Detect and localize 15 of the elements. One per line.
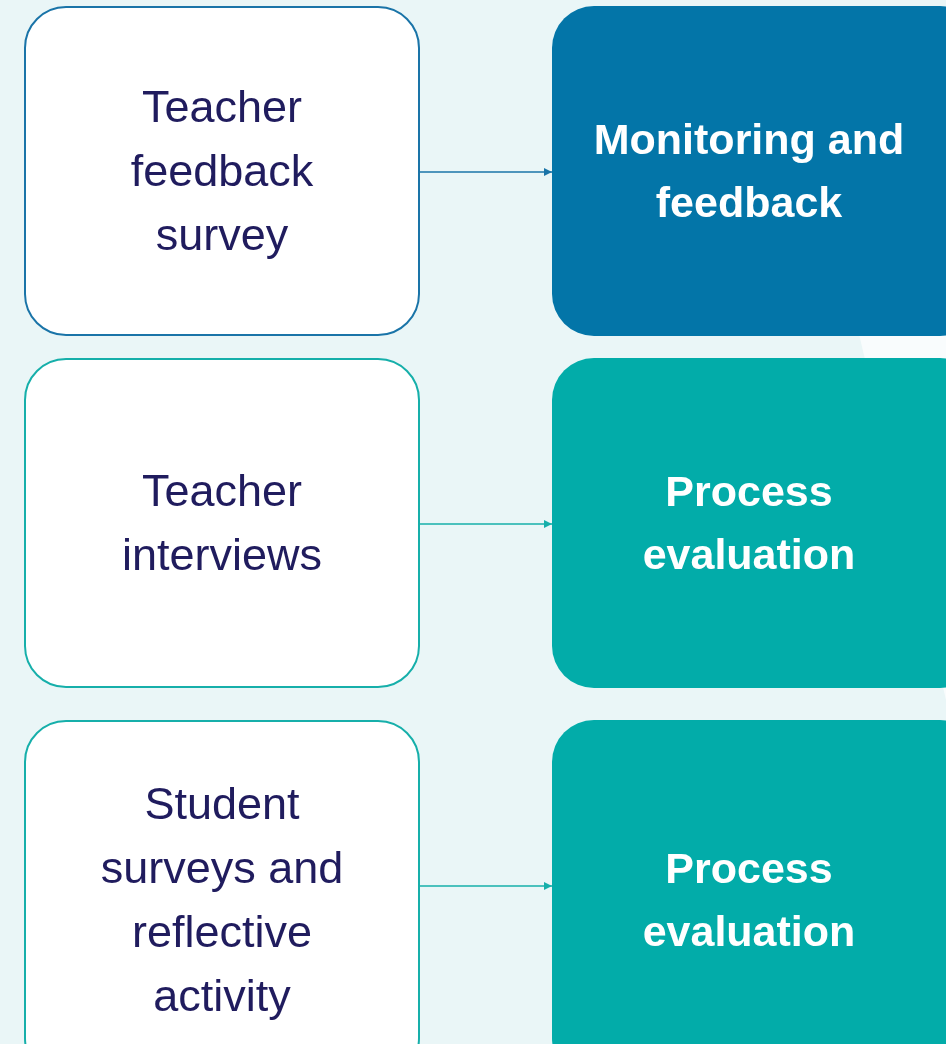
purpose-box (552, 720, 946, 1044)
box-label: Teacher feedback survey (129, 80, 315, 262)
purpose-box (552, 6, 946, 336)
arrow (419, 882, 553, 890)
source-box (24, 358, 420, 688)
box-label: Monitoring and feedback (592, 114, 906, 228)
arrow (419, 520, 553, 528)
box-label: Student surveys and reflective activity (99, 777, 345, 1023)
source-box (24, 6, 420, 336)
arrow (419, 168, 553, 176)
box-label: Teacher interviews (120, 464, 324, 582)
purpose-box (552, 358, 946, 688)
box-label: Process evaluation (641, 466, 857, 580)
box-label: Process evaluation (641, 843, 857, 957)
source-box (24, 720, 420, 1044)
